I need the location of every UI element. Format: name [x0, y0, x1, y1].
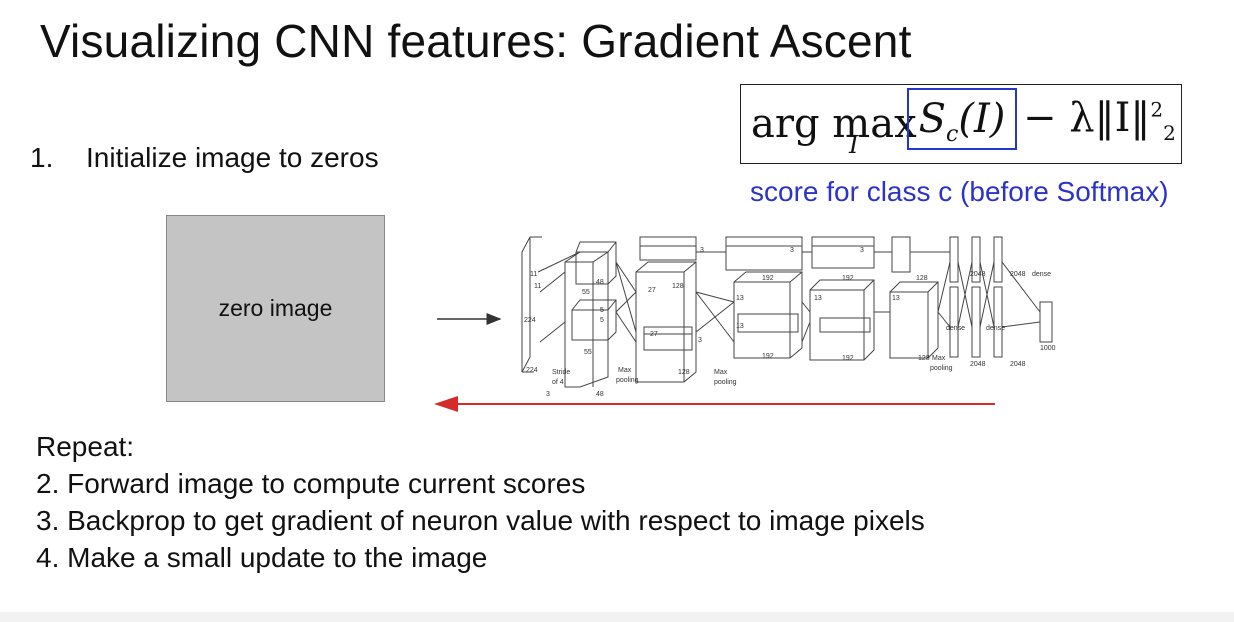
- label-2048b: 2048: [1010, 271, 1026, 278]
- formula-score-subscript: c: [946, 122, 959, 147]
- cnn-architecture-diagram: 224 224 3 11 11 55 55 Stride of 4 48 48 …: [521, 236, 1056, 398]
- conv4-block: [733, 271, 803, 359]
- label-conv1-h: 55: [582, 289, 590, 296]
- label-dim-192c: 192: [842, 275, 854, 282]
- label-dim-3a: 3: [700, 247, 704, 254]
- formula-score-symbol: S: [918, 96, 947, 142]
- repeat-header: Repeat:: [36, 431, 135, 462]
- dense-1: [949, 236, 959, 283]
- slide-title: Visualizing CNN features: Gradient Ascen…: [40, 15, 912, 67]
- label-maxpool-1: Max: [618, 367, 632, 374]
- label-maxpool-2: Max: [714, 369, 728, 376]
- formula-score-argument: (I): [958, 96, 1006, 142]
- label-dim-128a: 128: [672, 283, 684, 290]
- step-1-text: Initialize image to zeros: [86, 142, 379, 173]
- conv3-block: [635, 261, 697, 383]
- formula-regularizer-subscript: 2: [1163, 121, 1176, 145]
- label-kernel-h: 11: [530, 271, 537, 278]
- step-4: 4. Make a small update to the image: [36, 542, 488, 573]
- output-layer: [1039, 301, 1053, 343]
- step-1-number: 1.: [30, 142, 54, 173]
- conv5-block: [809, 279, 875, 361]
- label-dim-192d: 192: [842, 355, 854, 362]
- formula-regularizer-text: − λ‖I‖: [1023, 95, 1151, 141]
- label-dim-48b: 48: [596, 391, 604, 398]
- label-dim-3c: 3: [860, 247, 864, 254]
- label-dense-3: dense: [1032, 271, 1051, 278]
- label-dim-27a: 27: [648, 287, 656, 294]
- label-2048c: 2048: [970, 361, 986, 368]
- label-dense-1: dense: [946, 325, 965, 332]
- formula-regularizer-exponent: 2: [1150, 97, 1164, 122]
- formula-regularizer: − λ‖I‖22: [1023, 95, 1176, 145]
- label-dim-3b: 3: [790, 247, 794, 254]
- zero-image: zero image: [166, 215, 385, 402]
- label-conv1-w: 55: [584, 349, 592, 356]
- label-dim-128b: 128: [678, 369, 690, 376]
- label-dim-3d: 3: [698, 337, 702, 344]
- label-dim-128d: 128: [918, 355, 930, 362]
- repeat-steps: Repeat: 2. Forward image to compute curr…: [36, 428, 925, 576]
- label-input-h: 224: [524, 317, 536, 324]
- label-dim-128c: 128: [916, 275, 928, 282]
- objective-formula: arg max I Sc(I) − λ‖I‖22: [740, 84, 1182, 164]
- conv-final-block: [889, 281, 939, 359]
- footer-band: [0, 612, 1234, 622]
- label-pooling-3: pooling: [930, 365, 953, 372]
- label-dim-13d: 13: [892, 295, 900, 302]
- label-kernel-w: 11: [534, 283, 541, 290]
- conv2-upper: [575, 241, 617, 285]
- label-2048a: 2048: [970, 271, 986, 278]
- step-3: 3. Backprop to get gradient of neuron va…: [36, 505, 925, 536]
- label-dim-27b: 27: [650, 331, 658, 338]
- label-input-w: 224: [526, 367, 538, 374]
- label-dim-13a: 13: [736, 295, 744, 302]
- label-dim-5a: 5: [600, 307, 604, 314]
- score-caption: score for class c (before Softmax): [750, 176, 1169, 207]
- label-input-d: 3: [546, 391, 550, 398]
- label-dense-2: dense: [986, 325, 1005, 332]
- label-pooling-2: pooling: [714, 379, 737, 386]
- label-dim-48a: 48: [596, 279, 604, 286]
- label-pooling-1: pooling: [616, 377, 639, 384]
- label-dim-192b: 192: [762, 353, 774, 360]
- step-2: 2. Forward image to compute current scor…: [36, 468, 586, 499]
- input-layer: [521, 236, 531, 373]
- label-stride-val: of 4: [552, 379, 564, 386]
- dense-3: [993, 236, 1003, 283]
- conv2-lower: [571, 299, 617, 341]
- label-dim-192a: 192: [762, 275, 774, 282]
- label-dim-5b: 5: [600, 317, 604, 324]
- label-stride: Stride: [552, 369, 570, 376]
- dense-2: [971, 236, 981, 283]
- step-1: 1. Initialize image to zeros: [30, 142, 379, 174]
- formula-argmax: arg max: [751, 101, 917, 147]
- formula-argmax-subscript: I: [849, 131, 859, 159]
- formula-score-term: Sc(I): [907, 88, 1017, 150]
- label-maxpool-3: Max: [932, 355, 946, 362]
- zero-image-label: zero image: [218, 295, 333, 321]
- label-2048d: 2048: [1010, 361, 1026, 368]
- label-dim-13c: 13: [814, 295, 822, 302]
- label-1000: 1000: [1040, 345, 1056, 352]
- label-dim-13b: 13: [736, 323, 744, 330]
